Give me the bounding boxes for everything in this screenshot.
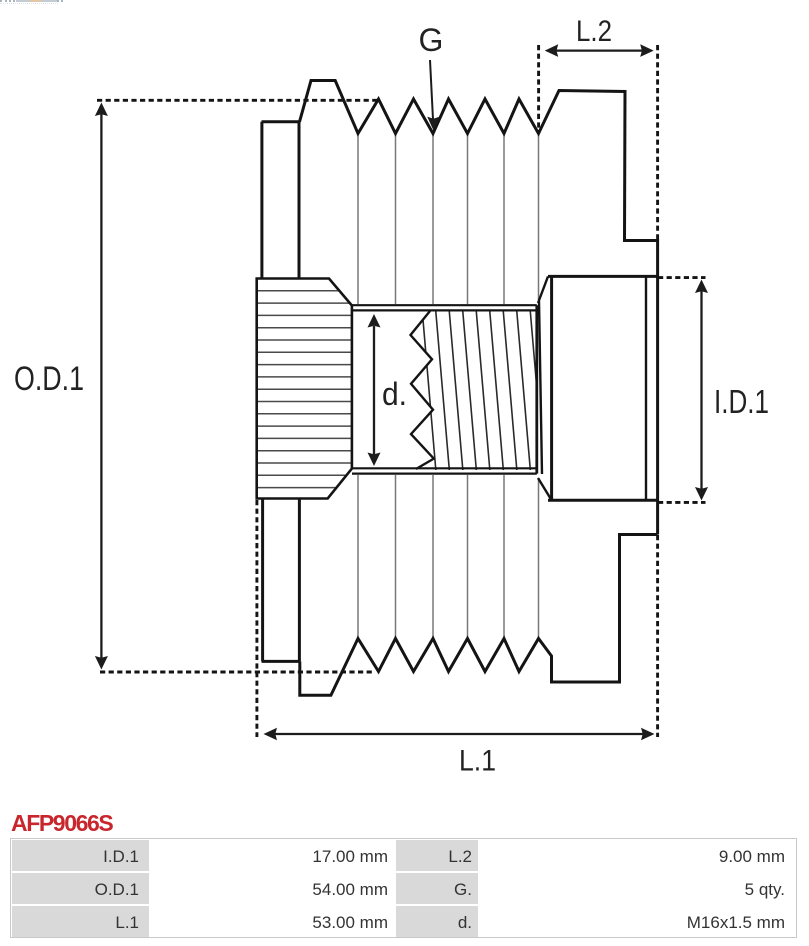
svg-text:d.: d.	[382, 376, 407, 412]
svg-text:L.1: L.1	[459, 745, 496, 778]
svg-text:L.2: L.2	[576, 15, 612, 48]
svg-text:G: G	[419, 22, 444, 58]
svg-text:O.D.1: O.D.1	[14, 360, 84, 398]
svg-text:I.D.1: I.D.1	[714, 383, 769, 420]
